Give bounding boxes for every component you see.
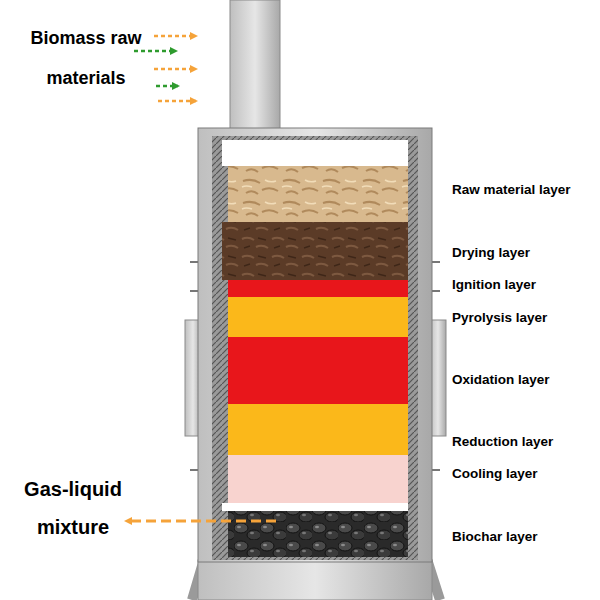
layer-label: Raw material layer	[452, 182, 571, 198]
layer-label: Drying layer	[452, 245, 530, 261]
layer-label: Cooling layer	[452, 466, 538, 482]
layer-label: Oxidation layer	[452, 372, 550, 388]
layer-label: Biochar layer	[452, 529, 538, 545]
layer-label: Ignition layer	[452, 277, 536, 293]
layer-label: Reduction layer	[452, 434, 553, 450]
layer-label: Pyrolysis layer	[452, 310, 547, 326]
output-label: Gas-liquid mixture	[8, 470, 138, 546]
input-label: Biomass raw materials	[12, 18, 160, 98]
